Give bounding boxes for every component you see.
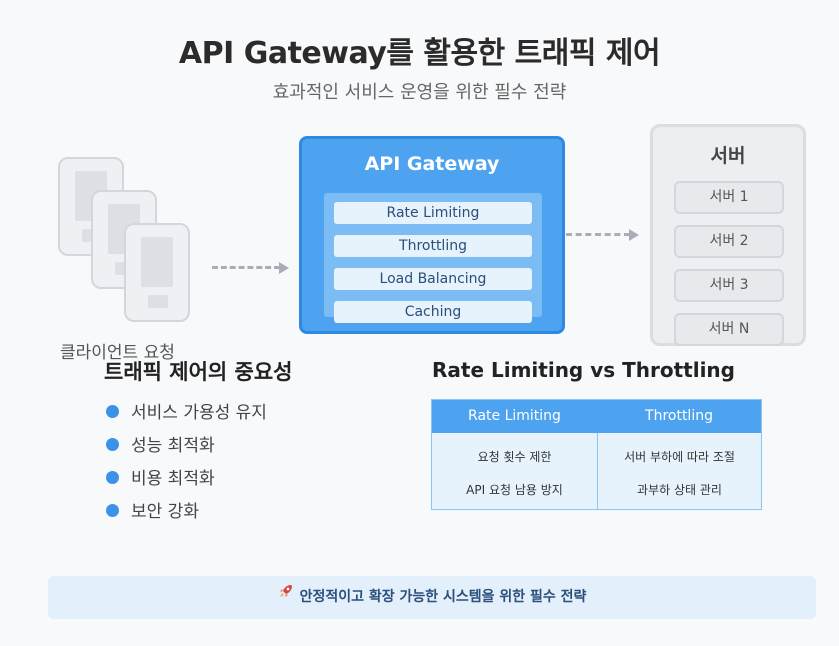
table-cell-text: 서버 부하에 따라 조절 (624, 450, 735, 464)
server-group-title: 서버 (710, 145, 746, 167)
list-item: 성능 최적화 (106, 431, 215, 456)
list-item-label: 서비스 가용성 유지 (131, 403, 267, 423)
server-item: 서버 1 (674, 181, 784, 214)
page-title: API Gateway를 활용한 트래픽 제어 (178, 36, 661, 71)
table-cell-text: API 요청 남용 방지 (466, 483, 563, 497)
list-item: 보안 강화 (106, 497, 199, 522)
footer-banner: 안정적이고 확장 가능한 시스템을 위한 필수 전략 (48, 576, 816, 619)
feature-throttling: Throttling (334, 235, 532, 257)
gateway-feature-list: Rate Limiting Throttling Load Balancing … (324, 193, 542, 323)
server-group: 서버 서버 1 서버 2 서버 3 서버 N (650, 124, 806, 346)
client-label: 클라이언트 요청 (60, 343, 175, 363)
arrowhead-icon (279, 262, 289, 274)
comparison-title: Rate Limiting vs Throttling (432, 358, 735, 382)
list-item: 서비스 가용성 유지 (106, 398, 267, 423)
server-item: 서버 N (674, 313, 784, 346)
feature-load-balancing: Load Balancing (334, 268, 532, 290)
server-item: 서버 3 (674, 269, 784, 302)
comparison-table: Rate Limiting Throttling 요청 횟수 제한 API 요청… (431, 399, 762, 510)
list-item-label: 비용 최적화 (131, 469, 215, 489)
flow-arrow-to-servers (566, 233, 630, 236)
table-header-rate-limiting: Rate Limiting (432, 400, 597, 433)
phone-icon (124, 223, 190, 322)
page-subtitle: 효과적인 서비스 운영을 위한 필수 전략 (272, 82, 567, 103)
table-cell-text: 과부하 상태 관리 (637, 483, 722, 497)
arrowhead-icon (629, 229, 639, 241)
bullet-icon (106, 471, 119, 484)
bullet-icon (106, 438, 119, 451)
footer-text: 안정적이고 확장 가능한 시스템을 위한 필수 전략 (299, 589, 587, 605)
table-divider (597, 433, 598, 509)
api-gateway-box: API Gateway Rate Limiting Throttling Loa… (299, 136, 565, 334)
feature-caching: Caching (334, 301, 532, 323)
table-cell-rate-limiting: 요청 횟수 제한 API 요청 남용 방지 (432, 433, 597, 509)
feature-rate-limiting: Rate Limiting (334, 202, 532, 224)
list-item-label: 보안 강화 (131, 502, 199, 522)
table-cell-text: 요청 횟수 제한 (477, 450, 552, 464)
importance-title: 트래픽 제어의 중요성 (104, 360, 293, 384)
list-item-label: 성능 최적화 (131, 436, 215, 456)
server-item: 서버 2 (674, 225, 784, 258)
table-header-throttling: Throttling (597, 400, 761, 433)
table-cell-throttling: 서버 부하에 따라 조절 과부하 상태 관리 (598, 433, 761, 509)
bullet-icon (106, 405, 119, 418)
list-item: 비용 최적화 (106, 464, 215, 489)
flow-arrow-to-gateway (212, 266, 280, 269)
gateway-title: API Gateway (364, 153, 500, 175)
bullet-icon (106, 504, 119, 517)
rocket-icon (278, 574, 294, 617)
